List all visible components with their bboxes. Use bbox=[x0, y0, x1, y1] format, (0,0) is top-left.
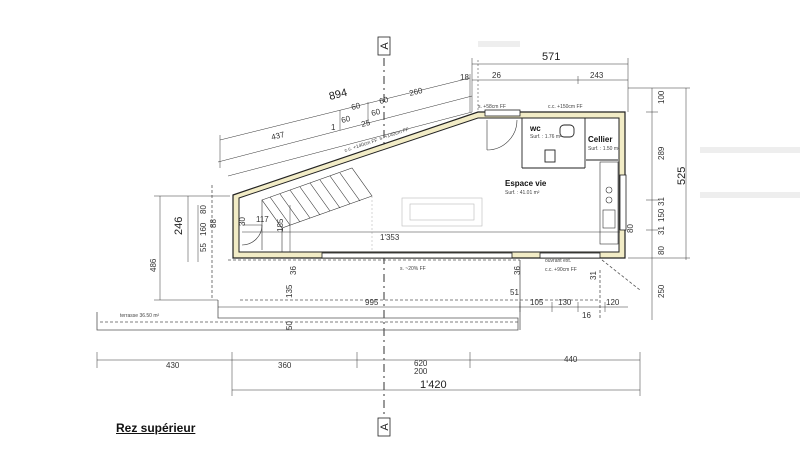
section-marker-top: A bbox=[377, 36, 391, 56]
room-wc-name: wc bbox=[529, 124, 541, 133]
level-top: s. +58cm FF bbox=[478, 104, 506, 110]
dim-left-246: 246 bbox=[173, 217, 185, 235]
dim-top-60d: 60 bbox=[378, 95, 389, 106]
building-walls bbox=[232, 111, 626, 259]
lower-dims bbox=[218, 302, 628, 312]
dim-bottom-430: 430 bbox=[166, 361, 180, 370]
dim-top-18: 18 bbox=[460, 73, 469, 82]
dim-top-260: 260 bbox=[408, 86, 424, 98]
right-dims bbox=[628, 87, 690, 320]
dim-bottom-360: 360 bbox=[278, 361, 292, 370]
dim-right-31a: 31 bbox=[657, 197, 666, 206]
dim-inner-185: 185 bbox=[276, 218, 285, 232]
dim-top-60a: 60 bbox=[340, 114, 351, 125]
room-espace-vie-area: Surf. : 41.01 m² bbox=[505, 190, 540, 196]
door-top bbox=[486, 119, 518, 151]
section-marker-bottom: A bbox=[377, 417, 391, 437]
kitchen-counter bbox=[599, 161, 619, 245]
terrace-outline bbox=[96, 185, 641, 331]
dim-top-26: 26 bbox=[492, 71, 501, 80]
dim-right-525: 525 bbox=[676, 167, 688, 185]
level-bottom: s. ~20% FF bbox=[400, 266, 426, 272]
dim-top-60c: 60 bbox=[370, 107, 381, 118]
dim-low-16: 16 bbox=[582, 311, 591, 320]
bottom-dims bbox=[96, 352, 641, 396]
dim-top-60b: 60 bbox=[350, 101, 361, 112]
dim-right-31b: 31 bbox=[657, 226, 666, 235]
dim-low-120: 120 bbox=[606, 298, 620, 307]
top-horizontal-dims bbox=[471, 58, 629, 112]
left-dims bbox=[154, 195, 230, 301]
level-bottom-right2: ouvrant ext. bbox=[545, 258, 571, 264]
dim-left-55: 55 bbox=[199, 243, 208, 252]
top-slanted-dims bbox=[217, 74, 473, 177]
dim-inner-30: 30 bbox=[238, 217, 247, 226]
service-rooms bbox=[521, 118, 618, 169]
windows bbox=[321, 109, 627, 259]
dim-left-160: 160 bbox=[199, 222, 208, 236]
dim-low-51: 51 bbox=[510, 288, 519, 297]
plan-title: Rez supérieur bbox=[116, 421, 196, 435]
dim-right-150: 150 bbox=[657, 208, 666, 222]
dim-right-289: 289 bbox=[657, 146, 666, 160]
dim-low-105: 105 bbox=[530, 298, 544, 307]
dim-top-overall-894: 894 bbox=[328, 87, 349, 103]
dim-right-100: 100 bbox=[657, 90, 666, 104]
dim-low-130: 130 bbox=[558, 298, 572, 307]
section-marker-bottom-label: A bbox=[379, 423, 391, 431]
section-marker-top-label: A bbox=[379, 42, 391, 50]
door-left bbox=[241, 224, 263, 246]
dim-low-135: 135 bbox=[285, 284, 294, 298]
dim-left-88: 88 bbox=[209, 219, 218, 228]
dim-bottom-200: 200 bbox=[414, 367, 428, 376]
dim-inner-80: 80 bbox=[626, 224, 635, 233]
level-top-right: c.c. +150cm FF bbox=[548, 104, 583, 110]
dim-low-50: 50 bbox=[285, 321, 294, 330]
room-cellier-name: Cellier bbox=[588, 135, 612, 144]
staircase bbox=[261, 167, 373, 252]
dim-left-80: 80 bbox=[199, 205, 208, 214]
dim-bottom-total: 1'420 bbox=[420, 379, 447, 391]
dim-bottom-440: 440 bbox=[564, 355, 578, 364]
dim-left-486: 486 bbox=[149, 258, 158, 272]
dim-inner-117: 117 bbox=[256, 215, 269, 224]
room-wc-area: Surf. : 1.76 m² bbox=[530, 134, 562, 140]
dim-bottom-620: 620 bbox=[414, 359, 428, 368]
furniture bbox=[371, 196, 483, 252]
interior-dimension-lines bbox=[242, 205, 620, 252]
paper-marks bbox=[478, 41, 800, 198]
dim-right-250: 250 bbox=[657, 284, 666, 298]
dim-top-1: 1 bbox=[331, 123, 336, 132]
room-cellier-area: Surf. : 1.50 m² bbox=[588, 146, 620, 152]
room-espace-vie-name: Espace vie bbox=[505, 179, 547, 188]
level-bottom-right: c.c. +90cm FF bbox=[545, 267, 577, 273]
dim-inner-36a: 36 bbox=[289, 266, 298, 275]
dim-low-995: 995 bbox=[365, 298, 379, 307]
dim-top-25: 25 bbox=[360, 118, 371, 129]
terrace-label: terrasse 36.50 m² bbox=[120, 313, 160, 319]
dim-inner-36b: 36 bbox=[513, 266, 522, 275]
dim-top-437: 437 bbox=[270, 130, 286, 142]
dim-right-80: 80 bbox=[657, 246, 666, 255]
dim-low-31: 31 bbox=[589, 271, 598, 280]
dim-top-571: 571 bbox=[542, 51, 560, 63]
dim-inner-1353: 1'353 bbox=[380, 233, 400, 242]
dim-top-243: 243 bbox=[590, 71, 604, 80]
